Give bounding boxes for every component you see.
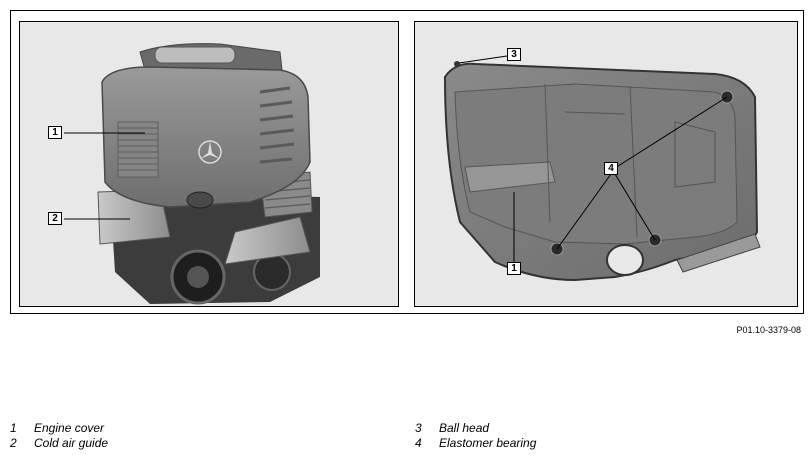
cover-underside-illustration-panel: 3 4 1 — [414, 21, 798, 307]
legend-text: Elastomer bearing — [439, 436, 537, 450]
legend-text: Cold air guide — [34, 436, 109, 450]
engine-illustration-panel: 1 2 — [19, 21, 399, 307]
legend-text: Engine cover — [34, 421, 105, 435]
legend-number: 4 — [415, 436, 422, 450]
callout-engine-cover-underside: 1 — [507, 262, 521, 275]
figure-reference-code: P01.10-3379-08 — [736, 325, 801, 335]
cover-underside-illustration — [443, 55, 761, 282]
legend-column-left: 1 Engine cover 2 Cold air guide — [10, 421, 108, 451]
callout-elastomer-bearing: 4 — [604, 162, 618, 175]
legend-item: 3 Ball head — [415, 421, 536, 436]
legend-item: 4 Elastomer bearing — [415, 436, 536, 451]
callout-ball-head: 3 — [507, 48, 521, 61]
legend-column-right: 3 Ball head 4 Elastomer bearing — [415, 421, 536, 451]
figure-frame: 1 2 — [10, 10, 804, 314]
legend-item: 2 Cold air guide — [10, 436, 108, 451]
legend-number: 1 — [10, 421, 17, 435]
legend-number: 2 — [10, 436, 17, 450]
legend-item: 1 Engine cover — [10, 421, 108, 436]
callout-engine-cover: 1 — [48, 126, 62, 139]
engine-illustration — [64, 43, 320, 305]
callout-cold-air-guide: 2 — [48, 212, 62, 225]
legend-number: 3 — [415, 421, 422, 435]
legend-text: Ball head — [439, 421, 490, 435]
